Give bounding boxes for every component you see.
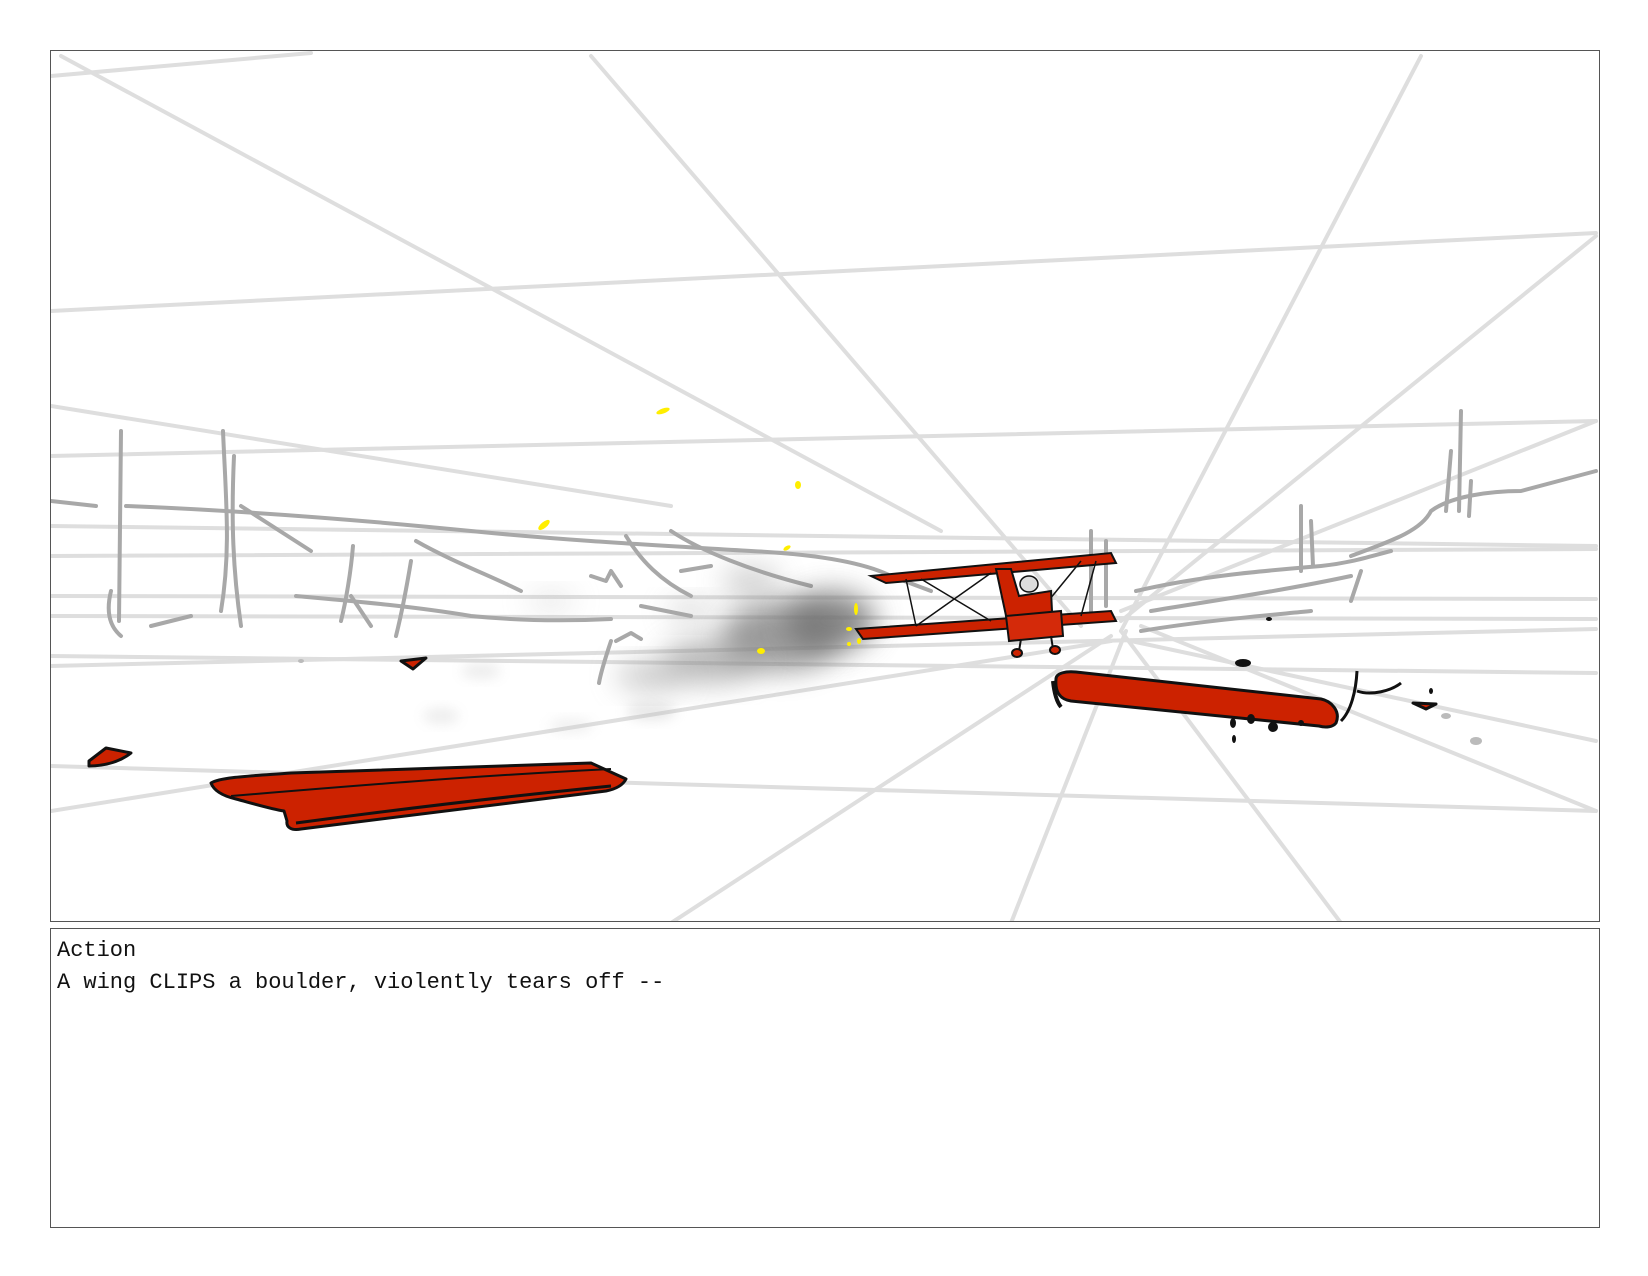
sparks bbox=[538, 407, 861, 654]
storyboard-panel bbox=[50, 50, 1600, 922]
caption-text: A wing CLIPS a boulder, violently tears … bbox=[57, 970, 665, 995]
black-debris bbox=[1230, 617, 1433, 743]
canyon-sketch bbox=[51, 409, 1598, 685]
caption-heading: Action bbox=[57, 938, 137, 963]
wing-debris-large bbox=[209, 761, 628, 831]
caption-box: Action A wing CLIPS a boulder, violently… bbox=[50, 928, 1600, 1228]
small-debris bbox=[87, 656, 1438, 768]
wing-debris-right bbox=[1051, 670, 1402, 729]
smoke-trail bbox=[423, 566, 876, 733]
storyboard-drawing bbox=[51, 51, 1598, 921]
grey-debris bbox=[298, 659, 1482, 745]
biplane bbox=[854, 551, 1118, 658]
